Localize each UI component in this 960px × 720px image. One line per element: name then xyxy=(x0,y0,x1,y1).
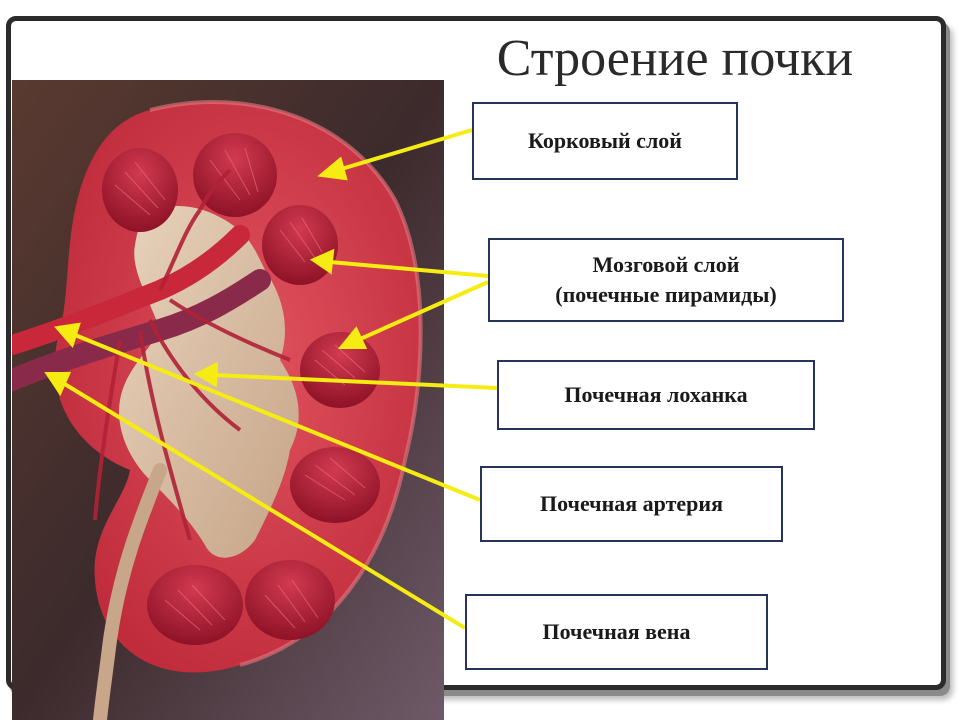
renal-artery xyxy=(12,225,250,355)
label-medulla-line1: Мозговой слой xyxy=(592,252,740,278)
label-artery-text: Почечная артерия xyxy=(540,491,723,517)
label-vein-text: Почечная вена xyxy=(542,619,691,645)
label-vein: Почечная вена xyxy=(465,594,768,670)
pointer-arrows xyxy=(44,128,498,630)
label-pelvis: Почечная лоханка xyxy=(497,360,815,430)
label-artery: Почечная артерия xyxy=(480,466,783,542)
renal-vein xyxy=(12,269,271,391)
label-medulla: Мозговой слой (почечные пирамиды) xyxy=(488,238,844,322)
slide-title: Строение почки xyxy=(496,30,854,87)
label-medulla-line2: (почечные пирамиды) xyxy=(555,282,777,307)
label-cortex-text: Корковый слой xyxy=(528,128,682,154)
label-pelvis-text: Почечная лоханка xyxy=(564,382,748,408)
ureter xyxy=(93,463,167,720)
label-cortex: Корковый слой xyxy=(472,102,738,180)
